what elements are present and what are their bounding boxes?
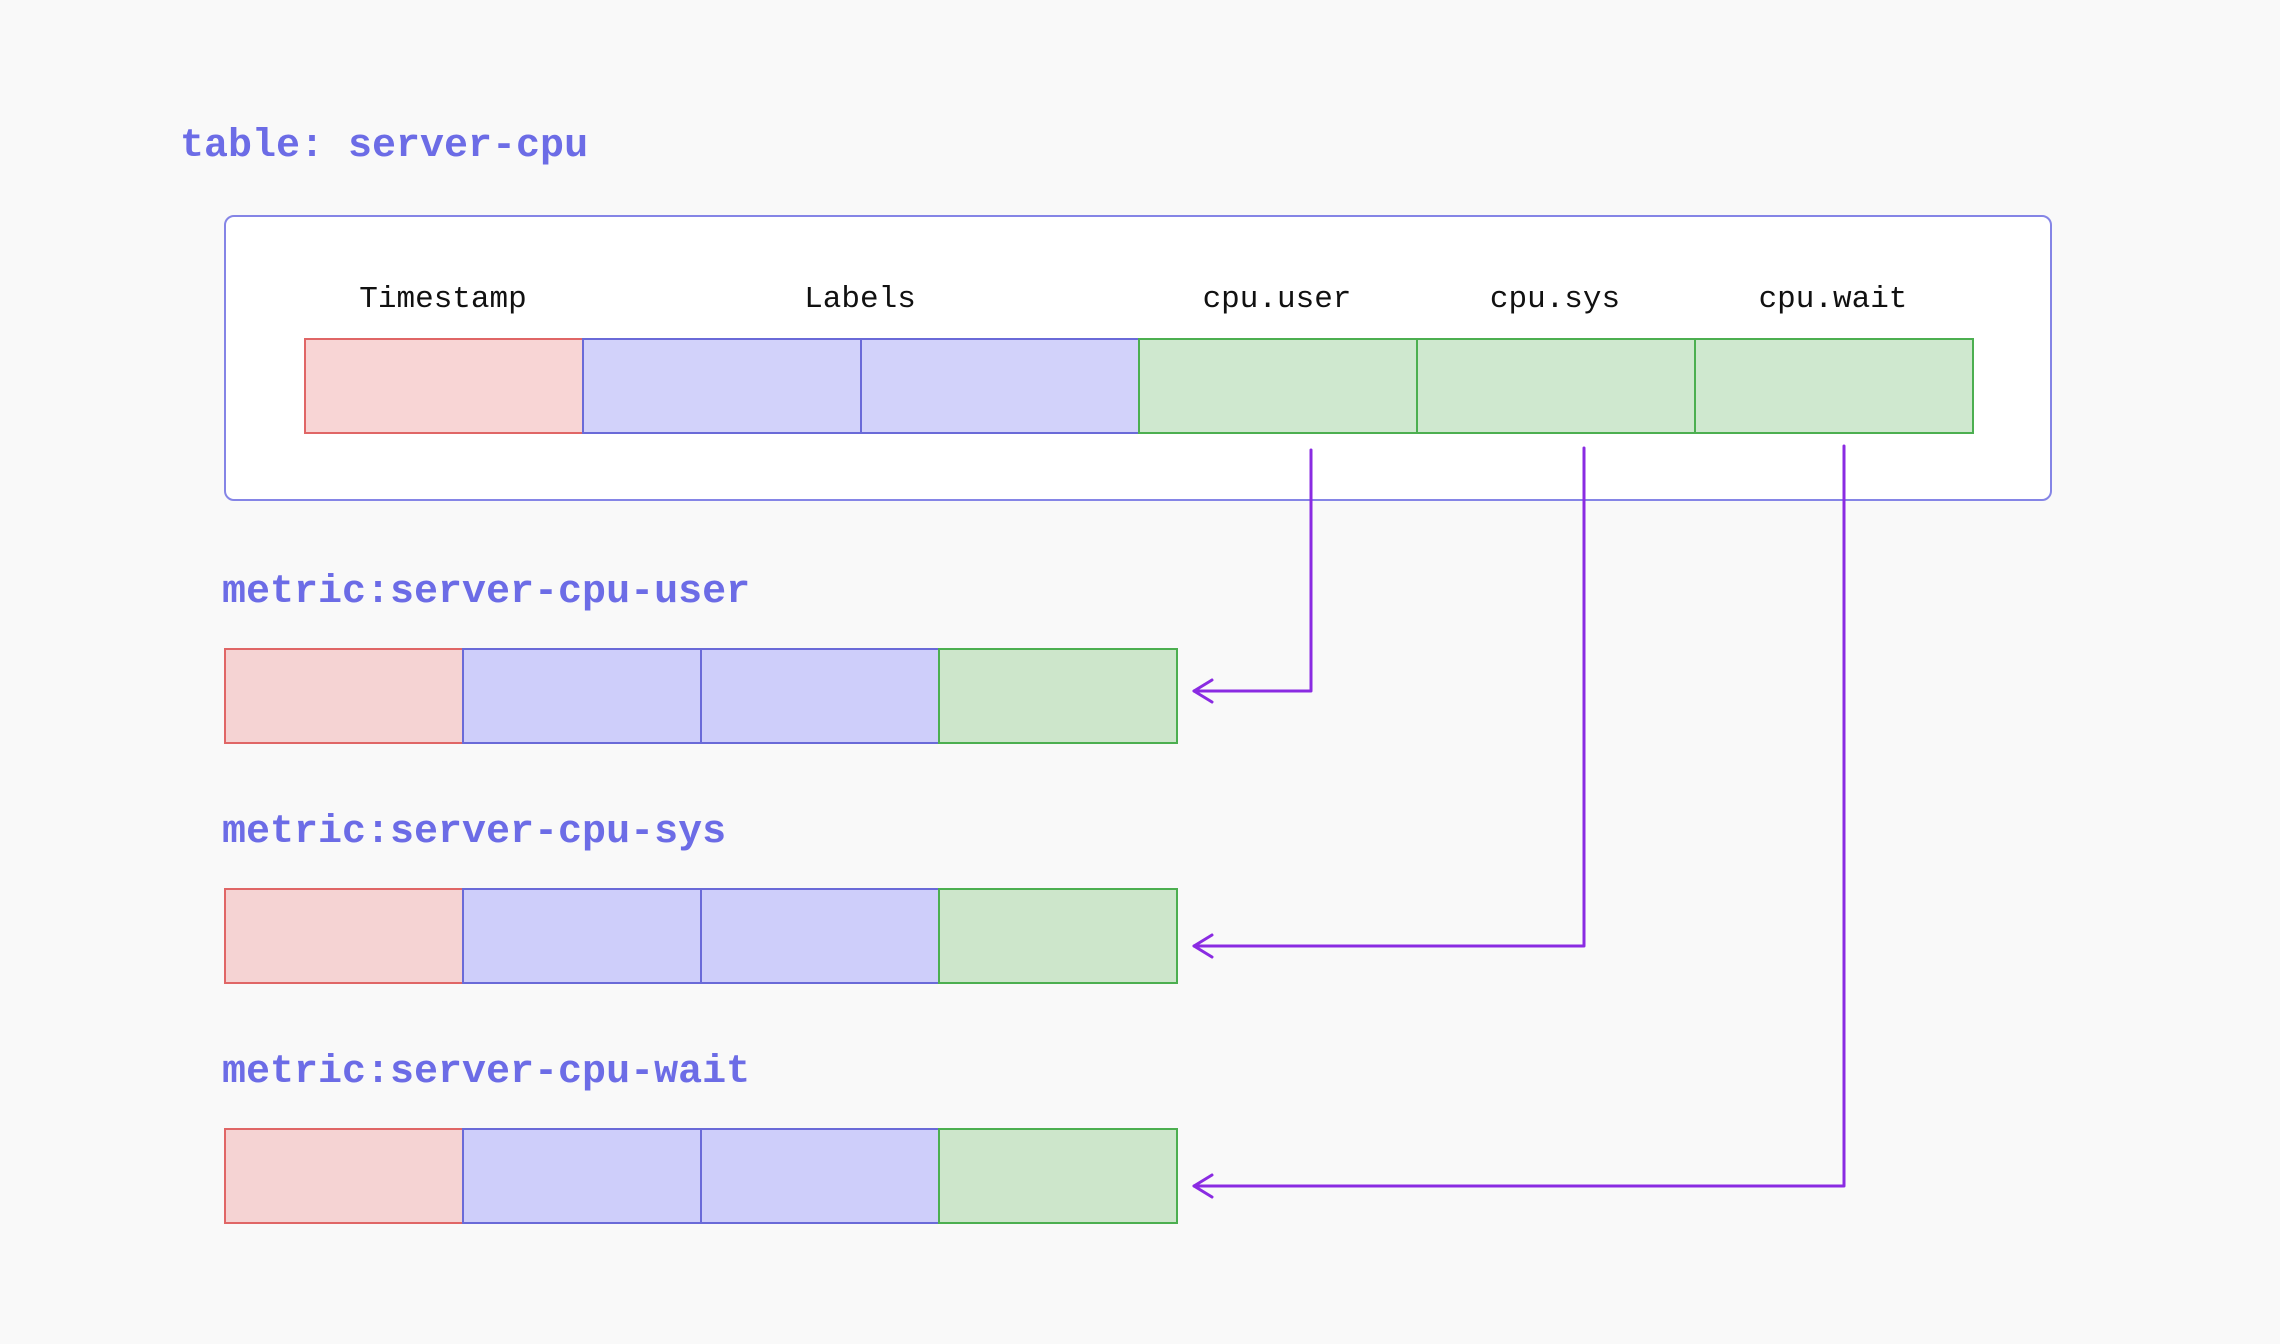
table-cell-label-1 (582, 338, 862, 434)
metric-wait-cell-label-2 (700, 1128, 940, 1224)
metric-user-cell-timestamp (224, 648, 464, 744)
metric-title-cpu-user: metric:server-cpu-user (222, 570, 751, 615)
arrow-cpu-wait-to-metric (1192, 444, 1846, 1188)
metric-user-cell-value (938, 648, 1178, 744)
table-cell-cpu-sys (1416, 338, 1696, 434)
table-cell-label-2 (860, 338, 1140, 434)
column-header-cpu-wait: cpu.wait (1758, 282, 1908, 317)
arrow-head-cpu-user (1192, 678, 1214, 704)
arrow-cpu-user-to-metric (1192, 448, 1313, 693)
metric-wait-cell-label-1 (462, 1128, 702, 1224)
metric-wait-cell-value (938, 1128, 1178, 1224)
metric-sys-cell-value (938, 888, 1178, 984)
column-header-labels: Labels (804, 282, 916, 317)
table-title: table: server-cpu (180, 124, 589, 169)
metric-user-cell-label-2 (700, 648, 940, 744)
arrow-head-cpu-wait (1192, 1173, 1214, 1199)
metric-wait-cell-timestamp (224, 1128, 464, 1224)
metric-user-cell-label-1 (462, 648, 702, 744)
arrow-head-cpu-sys (1192, 933, 1214, 959)
column-header-cpu-sys: cpu.sys (1489, 282, 1621, 317)
metric-sys-cell-timestamp (224, 888, 464, 984)
metric-title-cpu-sys: metric:server-cpu-sys (222, 810, 727, 855)
column-header-cpu-user: cpu.user (1202, 282, 1352, 317)
table-cell-cpu-wait (1694, 338, 1974, 434)
arrow-cpu-sys-to-metric (1192, 446, 1586, 948)
table-cell-timestamp (304, 338, 584, 434)
metric-sys-cell-label-1 (462, 888, 702, 984)
metric-sys-cell-label-2 (700, 888, 940, 984)
column-header-timestamp: Timestamp (359, 282, 527, 317)
metric-title-cpu-wait: metric:server-cpu-wait (222, 1050, 751, 1095)
